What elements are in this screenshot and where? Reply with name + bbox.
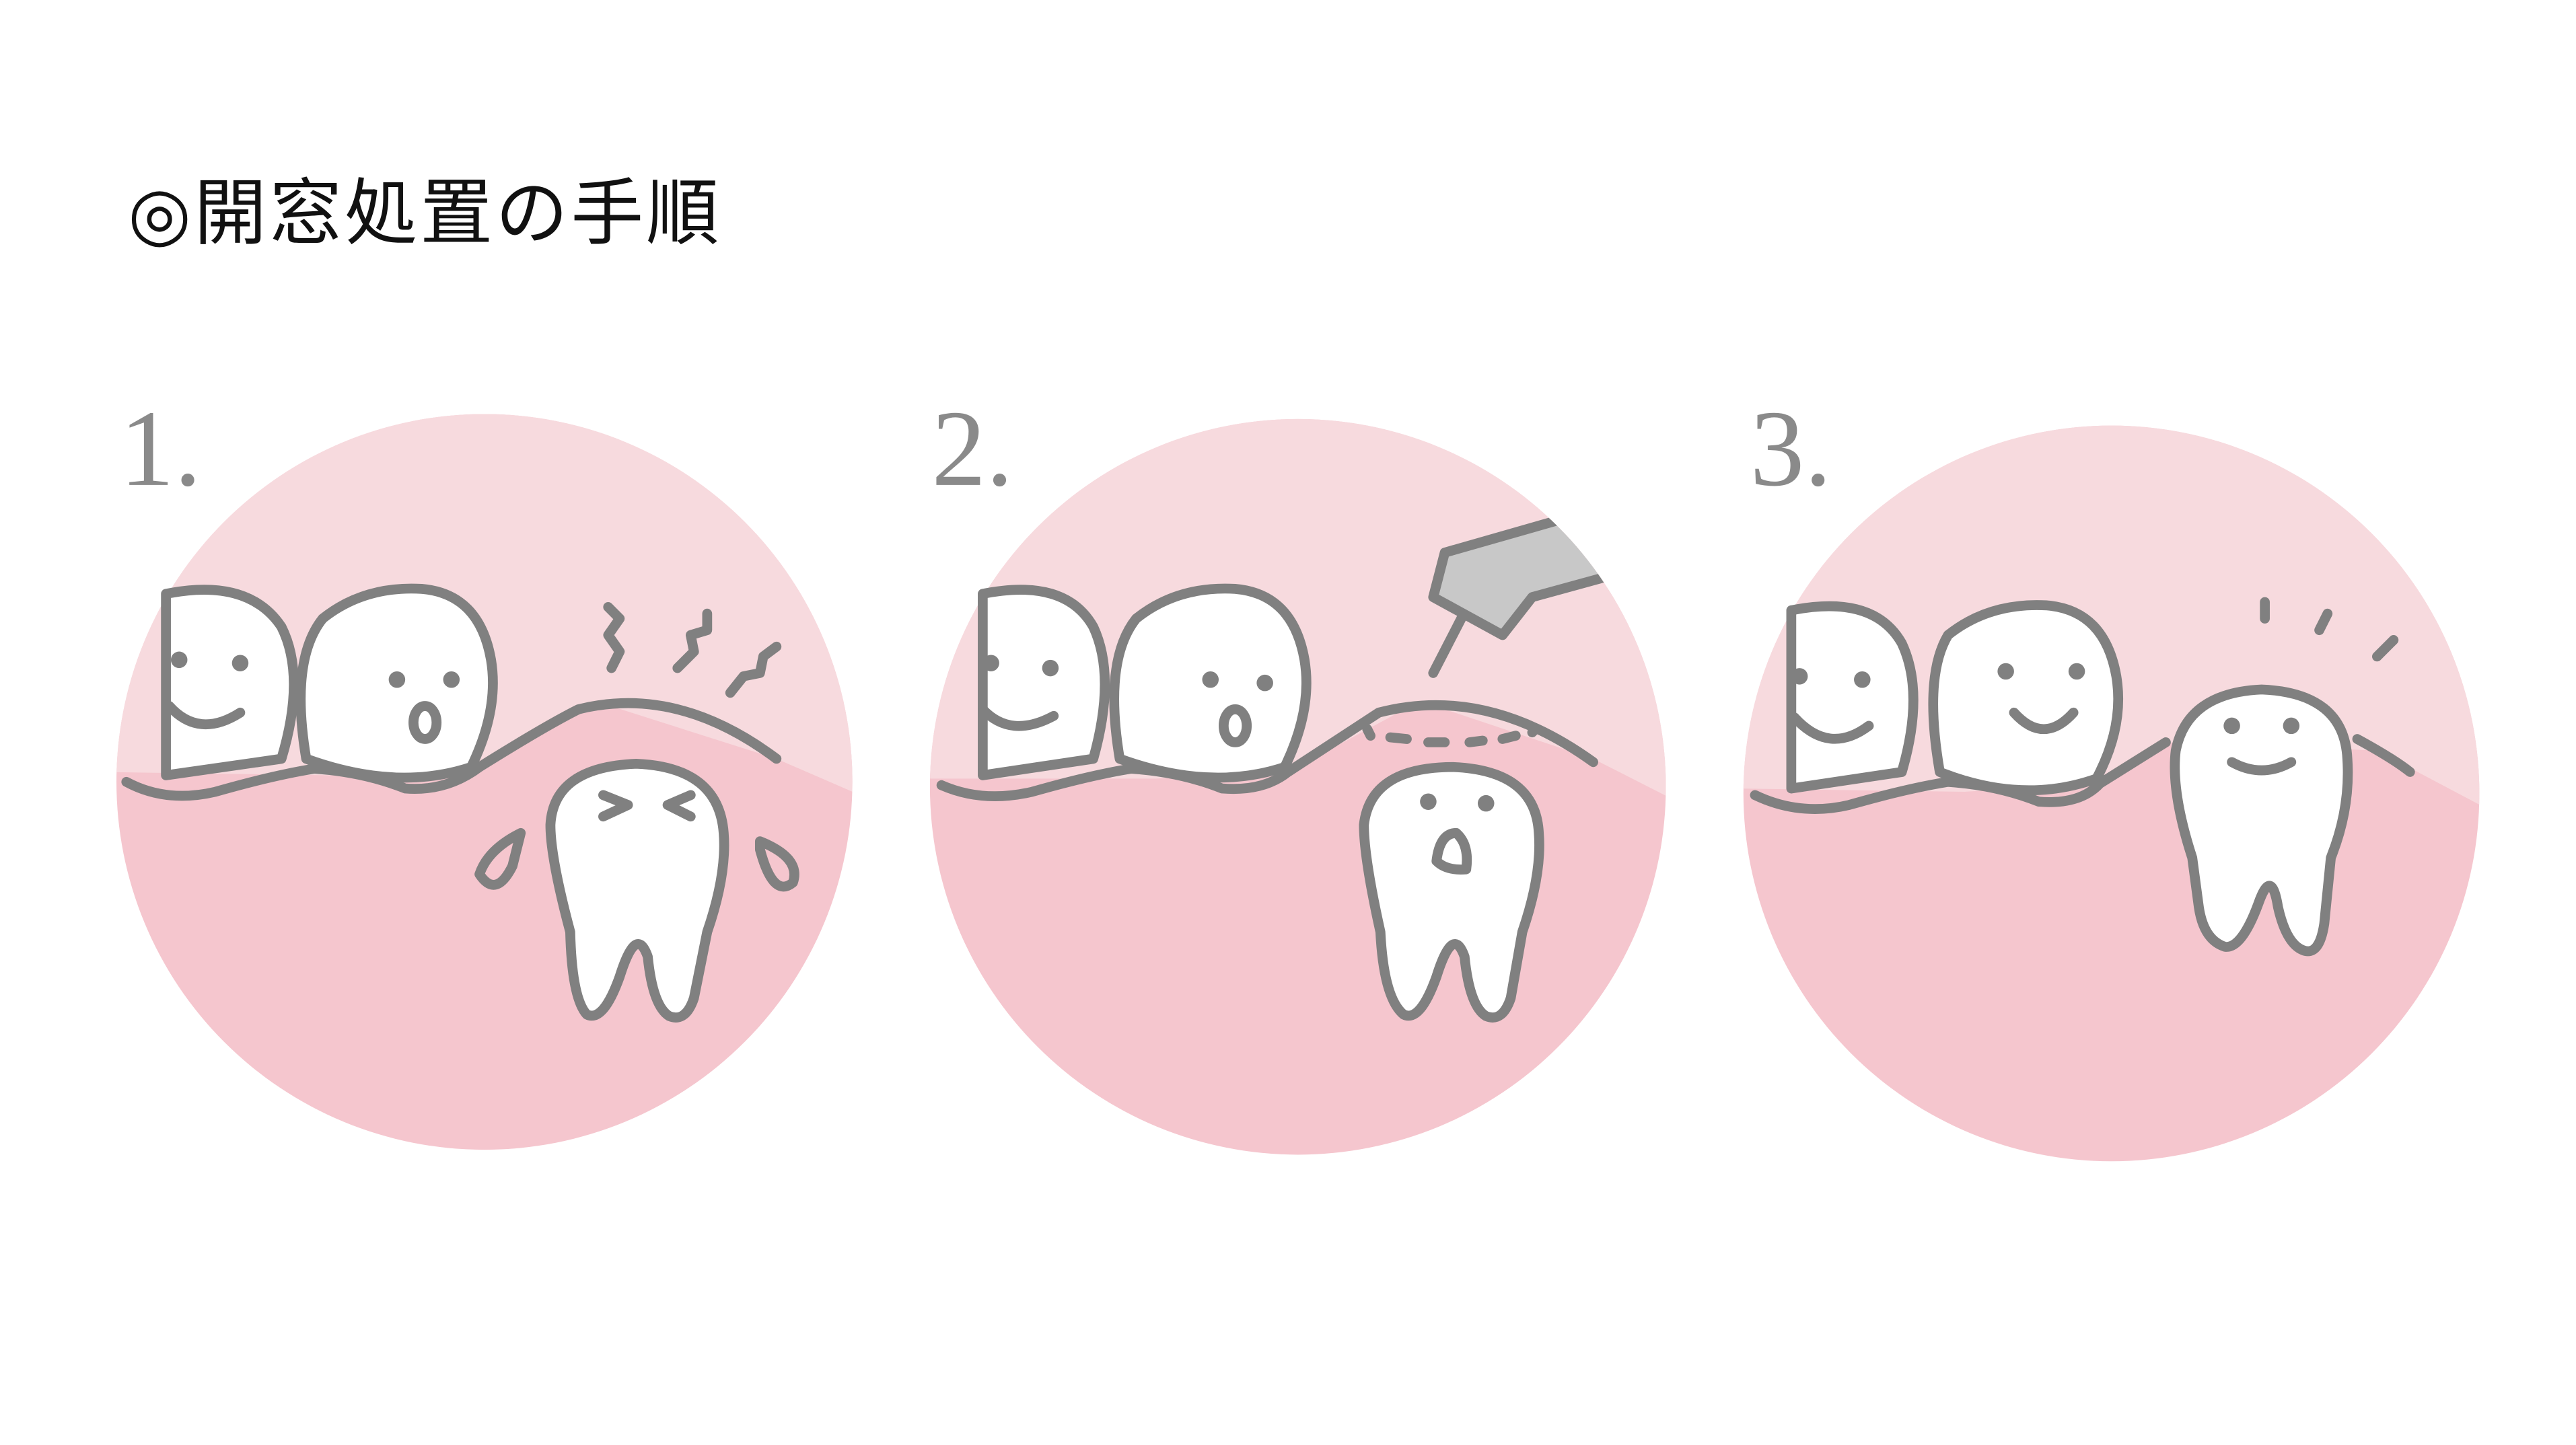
impacted-tooth: [545, 758, 729, 1023]
step-2-panel: 2.: [929, 389, 1666, 1155]
step-1-panel: 1.: [116, 389, 853, 1150]
step-1-number: 1.: [120, 389, 201, 509]
step-3-number: 3.: [1750, 389, 1832, 509]
step-2-number: 2.: [931, 389, 1013, 509]
molar-left: [161, 585, 299, 780]
page-title: ◎開窓処置の手順: [128, 172, 722, 256]
step-3-panel: 3.: [1743, 389, 2480, 1162]
